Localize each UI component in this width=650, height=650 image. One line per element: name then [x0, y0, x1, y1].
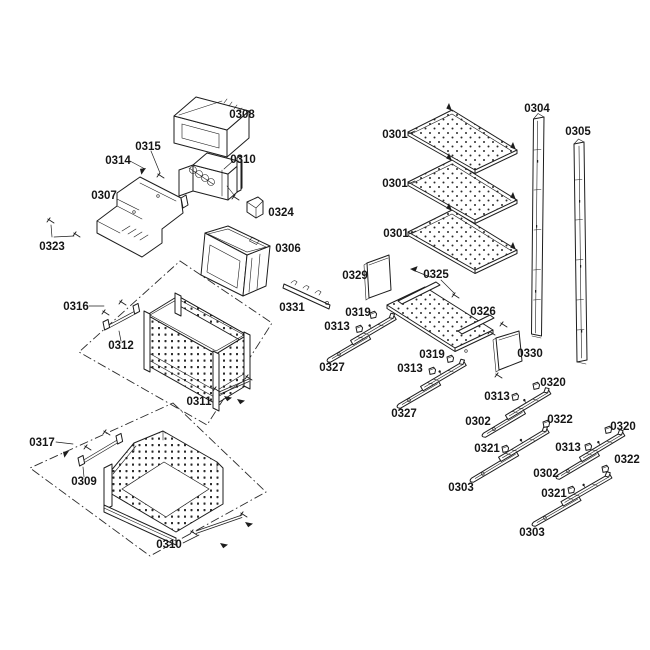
- part-0311-drawer-frame: [143, 292, 253, 412]
- part-label-0312-10: 0312: [108, 340, 134, 352]
- part-label-0315-1: 0315: [135, 141, 161, 153]
- part-label-0302-32: 0302: [465, 416, 491, 428]
- part-label-0327-28: 0327: [391, 408, 417, 420]
- part-label-0313-37: 0313: [555, 442, 581, 454]
- part-label-0314-2: 0314: [105, 155, 131, 167]
- part-0326-slide-shelf: [386, 281, 508, 353]
- part-0309-rod-bracket: [77, 429, 124, 467]
- region-outline-0316: [78, 260, 273, 426]
- part-label-0311-11: 0311: [187, 396, 213, 408]
- part-0324-bracket: [246, 196, 264, 219]
- part-label-0329-20: 0329: [342, 270, 368, 282]
- region-outline-0317: [29, 402, 267, 557]
- rail-0304: [531, 113, 545, 339]
- part-label-0320-36: 0320: [610, 421, 636, 433]
- part-label-0324-5: 0324: [268, 207, 294, 219]
- part-0306-bin: [200, 225, 271, 297]
- part-label-0301-16: 0301: [382, 178, 408, 190]
- part-label-0317-12: 0317: [29, 437, 55, 449]
- part-label-0309-13: 0309: [71, 476, 97, 488]
- part-label-0301-17: 0301: [383, 228, 409, 240]
- part-label-0310-3: 0310: [230, 154, 256, 166]
- part-label-0313-24: 0313: [324, 321, 350, 333]
- part-0329-panel: [363, 254, 392, 301]
- part-label-0306-7: 0306: [275, 243, 301, 255]
- part-label-0307-4: 0307: [91, 190, 117, 202]
- part-label-0319-26: 0319: [419, 349, 445, 361]
- part-label-0301-15: 0301: [382, 129, 408, 141]
- part-label-0319-23: 0319: [345, 307, 371, 319]
- part-label-0304-18: 0304: [524, 103, 550, 115]
- part-label-0302-39: 0302: [533, 468, 559, 480]
- part-label-0313-27: 0313: [397, 363, 423, 375]
- part-0330-panel: [487, 329, 523, 379]
- part-label-0327-25: 0327: [319, 362, 345, 374]
- leader-lines: [50, 130, 455, 544]
- part-0310-wire-basket: [103, 430, 248, 546]
- part-label-0322-38: 0322: [614, 454, 640, 466]
- part-label-0305-19: 0305: [565, 126, 591, 138]
- part-labels: 0308 0315 0314 0310 0307 0324 0323 0306 0331 0316…: [29, 103, 640, 551]
- part-label-0313-31: 0313: [484, 391, 510, 403]
- part-label-0308-0: 0308: [229, 109, 255, 121]
- part-label-0330-29: 0330: [517, 348, 543, 360]
- part-0310-ice-maker: [178, 152, 243, 201]
- part-label-0326-22: 0326: [470, 306, 496, 318]
- part-label-0320-30: 0320: [540, 377, 566, 389]
- shelf-0301-bottom: [407, 209, 518, 274]
- part-label-0325-21: 0325: [423, 269, 449, 281]
- part-label-0321-40: 0321: [541, 488, 567, 500]
- part-0331-hook-rail: [282, 280, 331, 310]
- part-label-0331-8: 0331: [279, 302, 305, 314]
- part-label-0321-34: 0321: [474, 443, 500, 455]
- part-0308-ice-container: [173, 96, 250, 158]
- part-label-0323-6: 0323: [39, 241, 65, 253]
- part-label-0303-41: 0303: [519, 527, 545, 539]
- part-0312-rod-bracket: [101, 299, 141, 331]
- part-label-0322-33: 0322: [547, 414, 573, 426]
- part-label-0303-35: 0303: [448, 482, 474, 494]
- part-0307-support-tray: [96, 176, 189, 258]
- part-label-0310-14: 0310: [156, 539, 182, 551]
- part-label-0316-9: 0316: [63, 301, 89, 313]
- rail-0305: [573, 138, 588, 365]
